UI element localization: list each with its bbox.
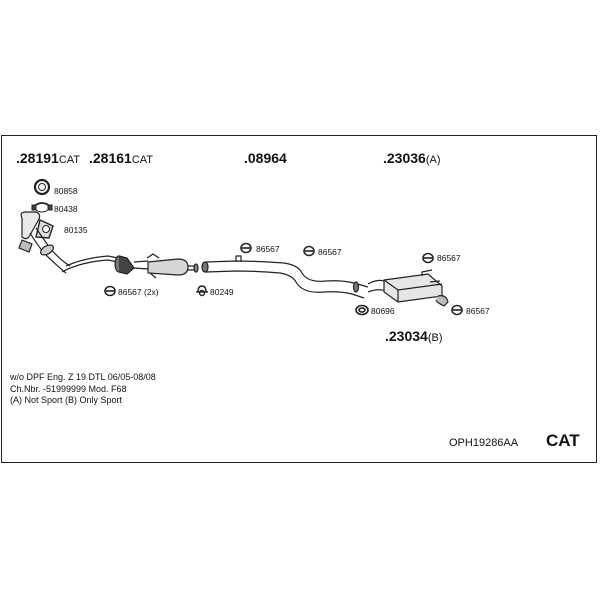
part-label-86567-a: 86567 xyxy=(256,244,280,254)
part-label-86567-d: 86567 xyxy=(466,306,490,316)
part-label-80438: 80438 xyxy=(54,204,78,214)
front-muffler xyxy=(146,253,199,279)
part-label-80858: 80858 xyxy=(54,186,78,196)
rear-silencer xyxy=(367,269,449,307)
clamp-icon xyxy=(31,202,53,213)
part-label-86567-2x: 86567 (2x) xyxy=(118,287,159,297)
rubber-hanger-icon xyxy=(104,242,463,316)
part-label-86567-b: 86567 xyxy=(318,247,342,257)
part-number-23036: .23036(A) xyxy=(383,150,441,166)
cat-label: CAT xyxy=(546,431,580,450)
part-number-23034: .23034(B) xyxy=(385,328,443,344)
part-label-80696: 80696 xyxy=(371,306,395,316)
part-number-28161: .28161CAT xyxy=(89,150,154,166)
clamp-icon-80249 xyxy=(196,285,208,297)
gasket-ring-icon xyxy=(33,178,51,196)
part-label-86567-c: 86567 xyxy=(437,253,461,263)
gasket-ring-80696 xyxy=(355,304,369,316)
part-number-28191: .28191CAT xyxy=(16,150,81,166)
downpipe-catalyst xyxy=(18,211,149,275)
note-legend: (A) Not Sport (B) Only Sport xyxy=(10,395,123,405)
flange-gasket-icon xyxy=(35,219,54,239)
middle-pipe xyxy=(201,255,369,299)
diagram-frame xyxy=(1,135,597,463)
note-engine: w/o DPF Eng. Z 19 DTL 06/05-08/08 xyxy=(10,372,156,382)
part-label-80135: 80135 xyxy=(64,225,88,235)
part-number-08964: .08964 xyxy=(244,150,287,166)
note-chassis: Ch.Nbr. -51999999 Mod. F68 xyxy=(10,384,127,394)
part-label-80249: 80249 xyxy=(210,287,234,297)
kit-code: OPH19286AA xyxy=(449,437,519,449)
